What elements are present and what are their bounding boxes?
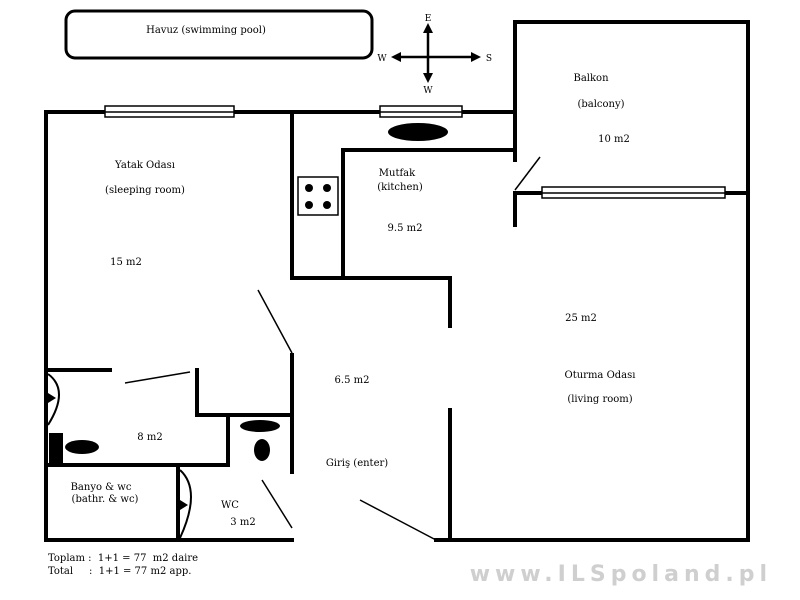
- doors: [124, 156, 541, 541]
- kitchen-english: (kitchen): [377, 182, 423, 193]
- balcony-area: 10 m2: [598, 134, 630, 145]
- wc-name: WC: [221, 500, 239, 511]
- compass-right-label: S: [486, 54, 492, 64]
- bedroom-area: 15 m2: [110, 257, 142, 268]
- compass-bottom-label: W: [423, 86, 433, 96]
- walls: [44, 20, 750, 542]
- living-english: (living room): [567, 394, 632, 405]
- bedroom-name: Yatak Odası: [114, 160, 175, 171]
- kitchen-area: 9.5 m2: [388, 223, 423, 234]
- compass-icon: [391, 23, 481, 83]
- hall-area: 6.5 m2: [335, 375, 370, 386]
- sink-icon: [388, 123, 448, 141]
- bath-area: 8 m2: [137, 432, 162, 443]
- toilet-icon: [49, 433, 99, 463]
- compass-top-label: E: [425, 14, 432, 24]
- footer-total-turkish: Toplam : 1+1 = 77 m2 daire: [48, 553, 199, 564]
- living-name: Oturma Odası: [565, 370, 636, 381]
- bath-name: Banyo & wc: [71, 482, 132, 493]
- pool-outline: [64, 9, 374, 60]
- balcony-english: (balcony): [577, 99, 624, 110]
- bath-door-icon: [47, 373, 60, 426]
- hall-entrance: Giriş (enter): [326, 458, 388, 469]
- wc-door-icon: [179, 469, 192, 539]
- bedroom-english: (sleeping room): [105, 185, 185, 196]
- watermark-logo: www.ILSpoland.pl: [469, 562, 772, 587]
- stove-icon: [297, 176, 339, 216]
- balcony-name: Balkon: [573, 73, 609, 84]
- bath-english: (bathr. & wc): [72, 494, 139, 505]
- compass-left-label: W: [377, 54, 387, 64]
- wc-area: 3 m2: [230, 517, 255, 528]
- footer-total-english: Total : 1+1 = 77 m2 app.: [48, 566, 192, 577]
- wc-sink-icon: [240, 420, 280, 461]
- living-area: 25 m2: [565, 313, 597, 324]
- kitchen-name: Mutfak: [379, 168, 416, 179]
- windows: [104, 105, 726, 199]
- pool-label: Havuz (swimming pool): [146, 25, 266, 36]
